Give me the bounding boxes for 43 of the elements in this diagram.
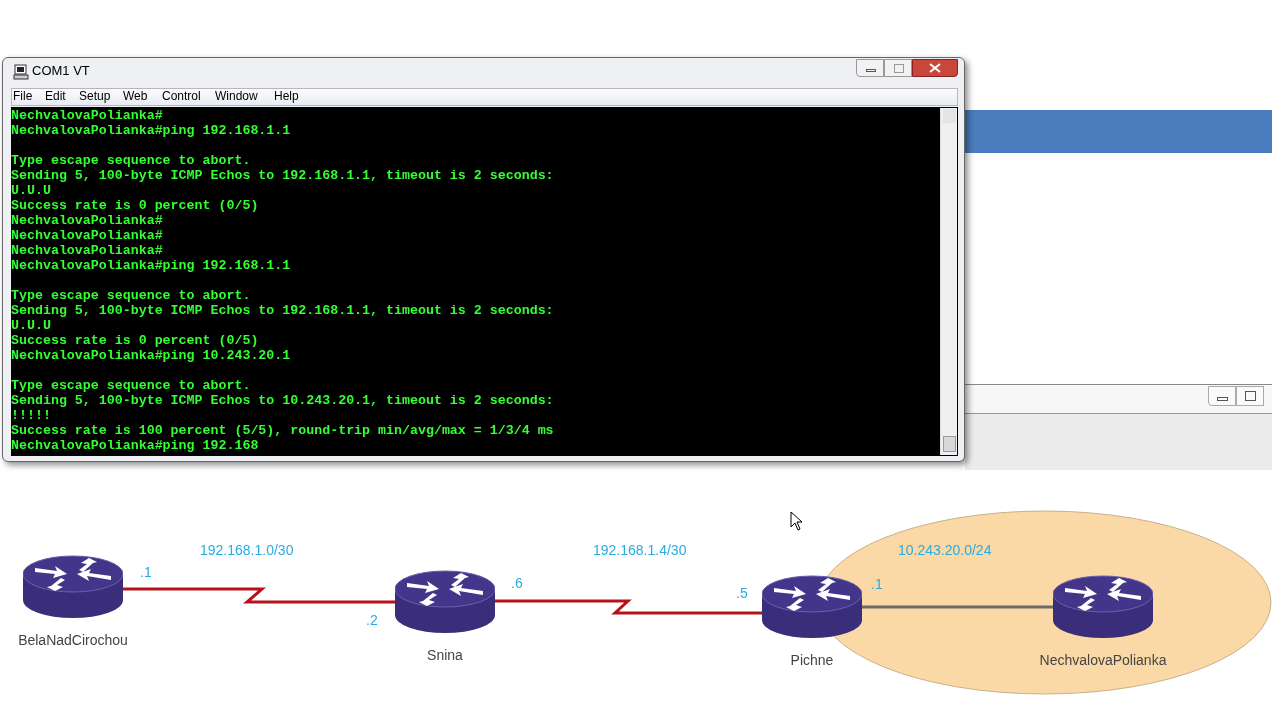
- router-name: BelaNadCirochou: [18, 632, 128, 648]
- menu-item: Web: [123, 89, 148, 103]
- router-name: Snina: [427, 647, 463, 663]
- menu-item: Setup: [79, 89, 111, 103]
- terminal-line: NechvalovaPolianka#ping 192.168: [11, 438, 259, 453]
- interface-address: .6: [511, 575, 523, 591]
- window-title: COM1 VT: [32, 64, 90, 78]
- menu-item: Help: [274, 89, 299, 103]
- terminal-line: !!!!!: [11, 408, 51, 423]
- interface-address: .1: [871, 576, 883, 592]
- interface-address: .2: [366, 612, 378, 628]
- terminal-line: Sending 5, 100-byte ICMP Echos to 192.168.1.1, timeout is 2 seconds:: [11, 168, 554, 183]
- interface-address: .5: [736, 585, 748, 601]
- interface-address: .1: [140, 564, 152, 580]
- terminal-line: Success rate is 100 percent (5/5), round-trip min/avg/max = 1/3/4 ms: [11, 423, 554, 438]
- terminal-line: U.U.U: [11, 318, 51, 333]
- terminal-line: Sending 5, 100-byte ICMP Echos to 10.243.20.1, timeout is 2 seconds:: [11, 393, 554, 408]
- terminal-line: NechvalovaPolianka#ping 192.168.1.1: [11, 123, 291, 138]
- terminal-line: Success rate is 0 percent (0/5): [11, 333, 259, 348]
- menu-item: Edit: [45, 89, 66, 103]
- menu-item: File: [13, 89, 33, 103]
- terminal-line: U.U.U: [11, 183, 51, 198]
- router-name: Pichne: [790, 652, 834, 668]
- terminal-line: NechvalovaPolianka#: [11, 213, 163, 228]
- menu-item: Control: [162, 89, 201, 103]
- terminal-line: NechvalovaPolianka#: [11, 228, 163, 243]
- edge-label: 192.168.1.0/30: [200, 542, 294, 558]
- network-link: [123, 587, 395, 604]
- network-link: [862, 605, 1053, 609]
- terminal-line: NechvalovaPolianka#ping 192.168.1.1: [11, 258, 291, 273]
- terminal-line: Sending 5, 100-byte ICMP Echos to 192.168.1.1, timeout is 2 seconds:: [11, 303, 554, 318]
- terminal-line: NechvalovaPolianka#: [11, 108, 163, 123]
- menu-item: Window: [215, 89, 258, 103]
- terminal-line: Type escape sequence to abort.: [11, 153, 251, 168]
- edge-label: 192.168.1.4/30: [593, 542, 687, 558]
- network-link: [495, 599, 762, 615]
- terminal-line: Type escape sequence to abort.: [11, 378, 251, 393]
- terminal-line: NechvalovaPolianka#ping 10.243.20.1: [11, 348, 291, 363]
- terminal-line: Success rate is 0 percent (0/5): [11, 198, 259, 213]
- terminal-line: NechvalovaPolianka#: [11, 243, 163, 258]
- terminal-line: Type escape sequence to abort.: [11, 288, 251, 303]
- router-name: NechvalovaPolianka: [1039, 652, 1167, 668]
- network-address: 10.243.20.0/24: [898, 542, 992, 558]
